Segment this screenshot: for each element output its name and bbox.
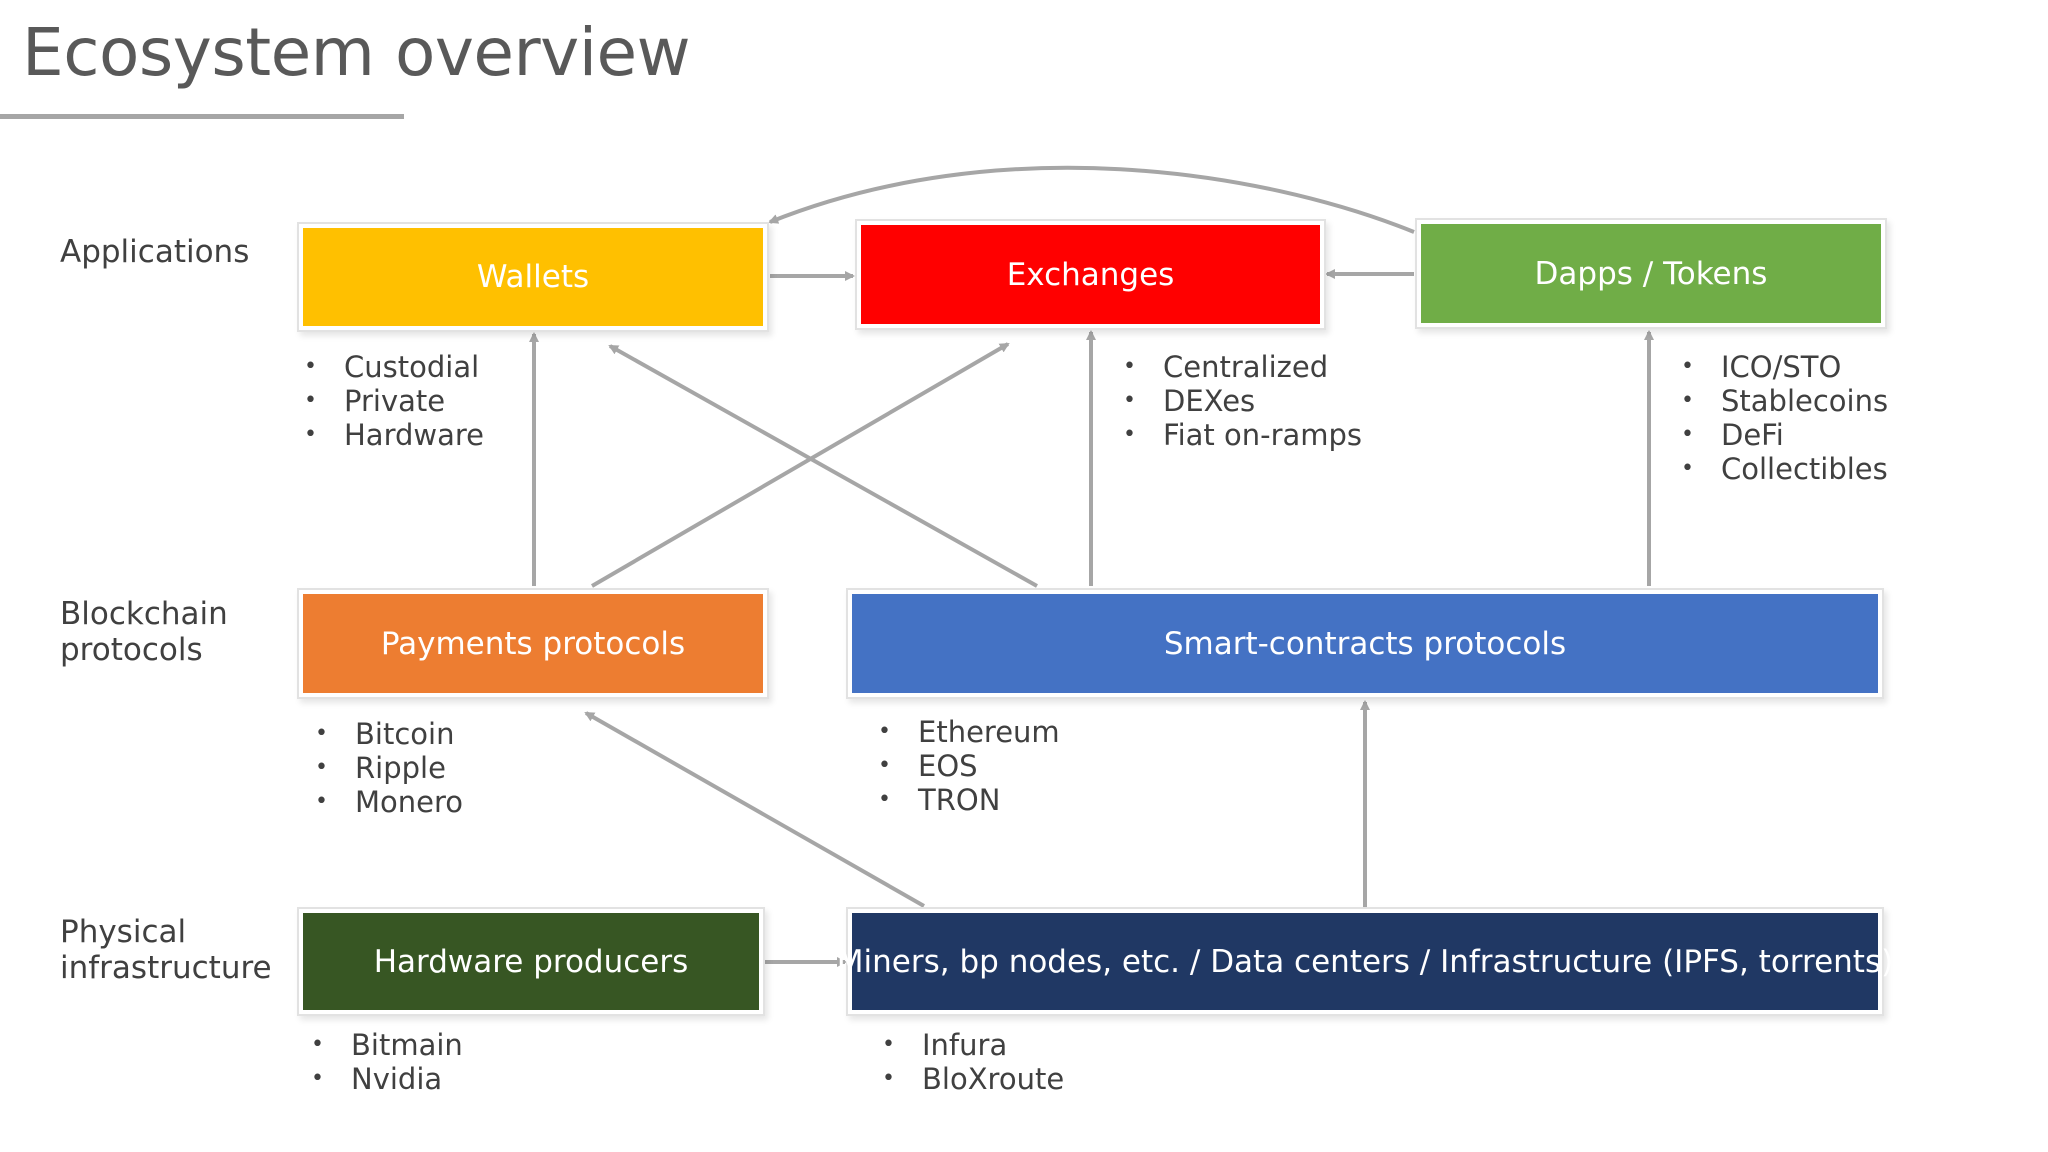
dapps-tokens-label: Dapps / Tokens bbox=[1534, 255, 1768, 292]
list-item: Hardware bbox=[304, 418, 484, 452]
arrow-miners-to-payments bbox=[584, 711, 925, 908]
list-item: TRON bbox=[878, 783, 1060, 817]
hardware-list: Bitmain Nvidia bbox=[311, 1028, 463, 1096]
list-item: BloXroute bbox=[882, 1062, 1064, 1096]
exchanges-box: Exchanges bbox=[861, 225, 1320, 324]
payments-protocols-box: Payments protocols bbox=[303, 594, 763, 693]
list-item: Ripple bbox=[315, 751, 463, 785]
smart-contracts-protocols-box: Smart-contracts protocols bbox=[852, 594, 1878, 693]
layer-label-physical: Physical infrastructure bbox=[60, 914, 272, 986]
payments-protocols-label: Payments protocols bbox=[380, 625, 686, 662]
list-item: Stablecoins bbox=[1681, 384, 1888, 418]
title-underline bbox=[0, 114, 404, 119]
list-item: Private bbox=[304, 384, 484, 418]
layer-label-applications: Applications bbox=[60, 234, 250, 270]
arrow-smart-to-wallets bbox=[608, 344, 1038, 588]
hardware-producers-label: Hardware producers bbox=[373, 943, 689, 980]
miners-list: Infura BloXroute bbox=[882, 1028, 1064, 1096]
wallets-list: Custodial Private Hardware bbox=[304, 350, 484, 452]
list-item: Custodial bbox=[304, 350, 484, 384]
smart-contracts-list: Ethereum EOS TRON bbox=[878, 715, 1060, 817]
payments-list: Bitcoin Ripple Monero bbox=[315, 717, 463, 819]
list-item: Ethereum bbox=[878, 715, 1060, 749]
list-item: Bitcoin bbox=[315, 717, 463, 751]
wallets-label: Wallets bbox=[476, 259, 590, 295]
arrow-payments-to-exchanges bbox=[590, 342, 1010, 588]
page-title: Ecosystem overview bbox=[22, 14, 691, 91]
wallets-box: Wallets bbox=[303, 228, 763, 326]
list-item: Fiat on-ramps bbox=[1123, 418, 1362, 452]
list-item: Infura bbox=[882, 1028, 1064, 1062]
list-item: DeFi bbox=[1681, 418, 1888, 452]
list-item: DEXes bbox=[1123, 384, 1362, 418]
list-item: Centralized bbox=[1123, 350, 1362, 384]
dapps-list: ICO/STO Stablecoins DeFi Collectibles bbox=[1681, 350, 1888, 486]
miners-infrastructure-label: Miners, bp nodes, etc. / Data centers / … bbox=[836, 943, 1894, 980]
layer-label-blockchain: Blockchain protocols bbox=[60, 596, 228, 668]
exchanges-label: Exchanges bbox=[1006, 256, 1175, 293]
arrow-dapps-to-wallets bbox=[768, 165, 1415, 234]
list-item: Monero bbox=[315, 785, 463, 819]
list-item: Collectibles bbox=[1681, 452, 1888, 486]
list-item: ICO/STO bbox=[1681, 350, 1888, 384]
dapps-tokens-box: Dapps / Tokens bbox=[1421, 224, 1881, 323]
list-item: Bitmain bbox=[311, 1028, 463, 1062]
miners-infrastructure-box: Miners, bp nodes, etc. / Data centers / … bbox=[837, 913, 1893, 1010]
smart-contracts-protocols-label: Smart-contracts protocols bbox=[1163, 625, 1567, 662]
exchanges-list: Centralized DEXes Fiat on-ramps bbox=[1123, 350, 1362, 452]
list-item: EOS bbox=[878, 749, 1060, 783]
list-item: Nvidia bbox=[311, 1062, 463, 1096]
hardware-producers-box: Hardware producers bbox=[303, 913, 759, 1010]
